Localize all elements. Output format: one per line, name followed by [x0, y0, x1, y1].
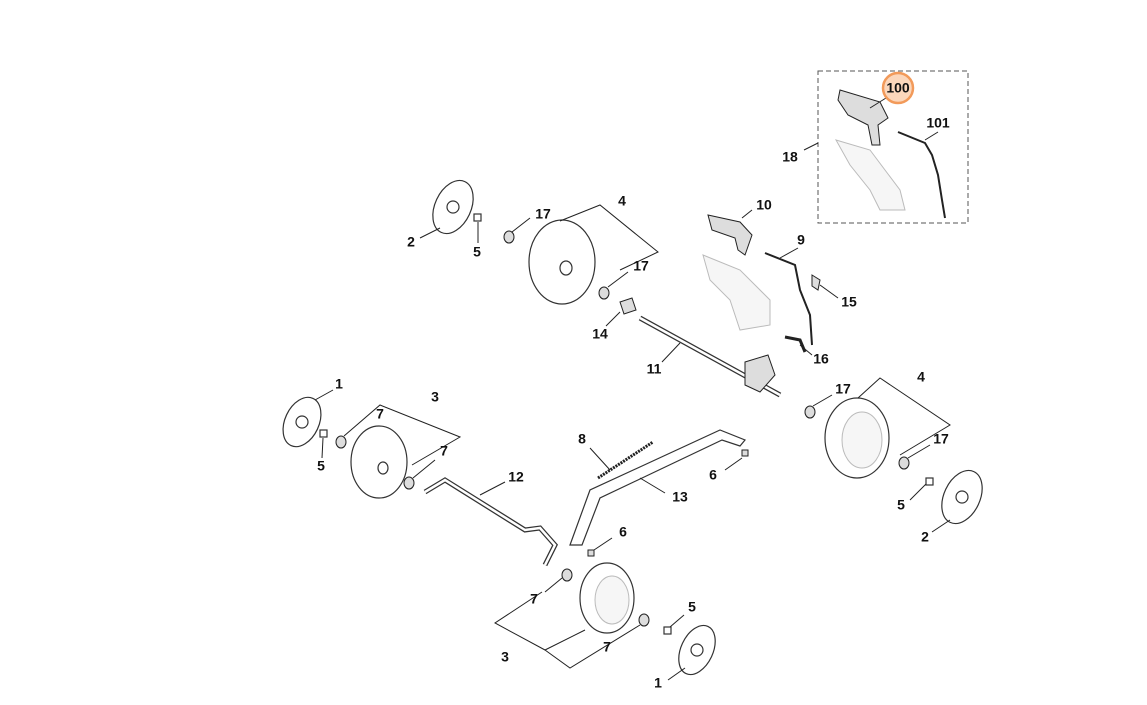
callout-labels: 100 101 18 10 9 15 16 4 17 17 2 5 14 11 …: [317, 80, 950, 691]
callout-14[interactable]: 14: [592, 326, 608, 342]
part-1-hubcap[interactable]: [672, 620, 723, 681]
callout-3[interactable]: 3: [501, 649, 509, 665]
part-7-bushing[interactable]: [403, 476, 415, 490]
callout-5[interactable]: 5: [897, 497, 905, 513]
part-1-hubcap[interactable]: [276, 391, 329, 452]
part-3-wheel[interactable]: [579, 562, 635, 634]
part-7-bushing[interactable]: [335, 435, 347, 449]
part-11-axle[interactable]: [638, 315, 782, 398]
callout-5[interactable]: 5: [688, 599, 696, 615]
callout-highlight: [881, 71, 915, 105]
part-5-nut[interactable]: [319, 429, 328, 438]
part-7-bushing[interactable]: [638, 613, 650, 627]
callout-7[interactable]: 7: [603, 639, 611, 655]
part-16-clip[interactable]: [784, 335, 807, 353]
part-10-lever[interactable]: [702, 214, 771, 331]
kit-boundary: [817, 70, 969, 224]
callout-18[interactable]: 18: [782, 149, 798, 165]
callout-13[interactable]: 13: [672, 489, 688, 505]
callout-3[interactable]: 3: [431, 389, 439, 405]
callout-9[interactable]: 9: [797, 232, 805, 248]
part-9-rod[interactable]: [764, 252, 813, 346]
part-6-pin[interactable]: [741, 449, 749, 457]
callout-101[interactable]: 101: [926, 115, 950, 131]
callout-7[interactable]: 7: [530, 591, 538, 607]
callout-2[interactable]: 2: [921, 529, 929, 545]
callout-1[interactable]: 1: [654, 675, 662, 691]
part-12-axle[interactable]: [423, 477, 558, 567]
part-5-nut[interactable]: [663, 626, 672, 635]
callout-2[interactable]: 2: [407, 234, 415, 250]
callout-100[interactable]: 100: [886, 80, 910, 96]
callout-7[interactable]: 7: [376, 406, 384, 422]
callout-5[interactable]: 5: [317, 458, 325, 474]
part-7-bushing[interactable]: [561, 568, 573, 582]
callout-8[interactable]: 8: [578, 431, 586, 447]
callout-16[interactable]: 16: [813, 351, 829, 367]
part-2-hubcap[interactable]: [425, 174, 481, 240]
part-2-hubcap[interactable]: [934, 464, 990, 530]
part-17-bushing[interactable]: [898, 456, 910, 470]
part-17-bushing[interactable]: [503, 230, 515, 244]
callout-5[interactable]: 5: [473, 244, 481, 260]
callout-4[interactable]: 4: [618, 193, 626, 209]
part-14-clip[interactable]: [619, 297, 637, 315]
callout-17[interactable]: 17: [535, 206, 551, 222]
callout-12[interactable]: 12: [508, 469, 524, 485]
callout-15[interactable]: 15: [841, 294, 857, 310]
part-6-pin[interactable]: [587, 549, 595, 557]
part-5-nut[interactable]: [473, 213, 482, 222]
callout-11[interactable]: 11: [647, 361, 662, 377]
callout-6[interactable]: 6: [709, 467, 717, 483]
part-15-spring[interactable]: [811, 274, 821, 291]
part-3-wheel[interactable]: [350, 425, 408, 499]
callout-4[interactable]: 4: [917, 369, 925, 385]
part-8-spring[interactable]: [597, 440, 654, 480]
callout-1[interactable]: 1: [335, 376, 343, 392]
part-5-nut[interactable]: [925, 477, 934, 486]
part-100-bracket[interactable]: [834, 89, 906, 211]
part-4-wheel[interactable]: [528, 219, 596, 305]
callout-6[interactable]: 6: [619, 524, 627, 540]
callout-10[interactable]: 10: [756, 197, 772, 213]
callout-17[interactable]: 17: [933, 431, 949, 447]
callout-17[interactable]: 17: [835, 381, 851, 397]
part-17-bushing[interactable]: [804, 405, 816, 419]
part-13-handle[interactable]: [569, 429, 746, 546]
part-4-wheel[interactable]: [824, 397, 890, 479]
callout-17[interactable]: 17: [633, 258, 649, 274]
part-17-bushing[interactable]: [598, 286, 610, 300]
part-101-rod[interactable]: [897, 131, 946, 219]
callout-7[interactable]: 7: [440, 443, 448, 459]
